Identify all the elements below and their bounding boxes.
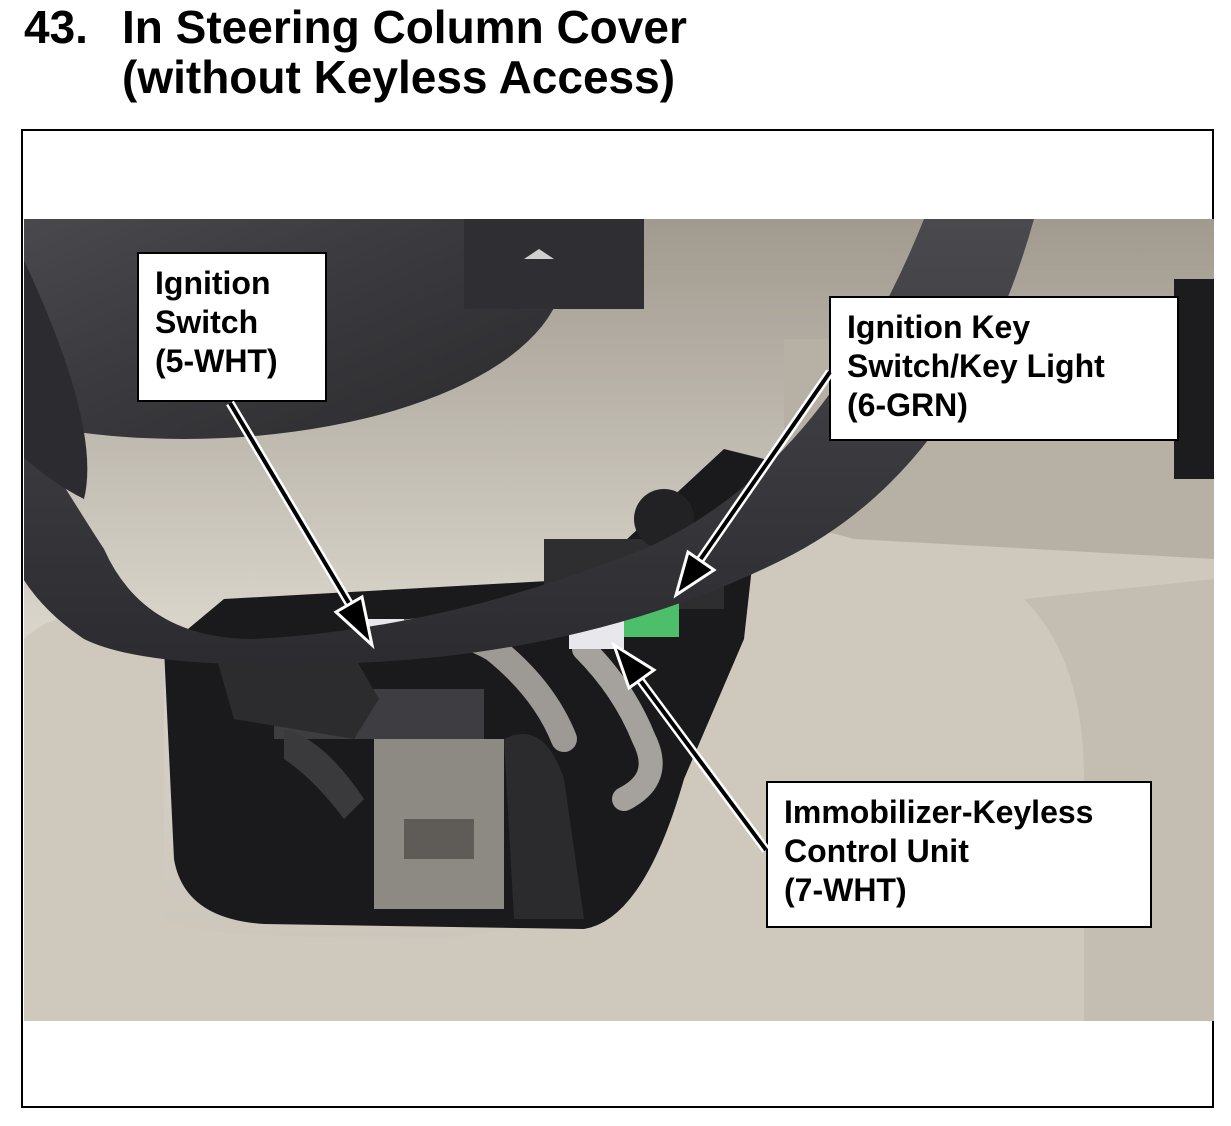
wheel-left-rim [24, 260, 88, 499]
callout-line: Control Unit [784, 833, 969, 869]
callout-line: (6-GRN) [847, 387, 968, 423]
down-arrow-button [524, 249, 554, 259]
callout-line: (5-WHT) [155, 343, 278, 379]
wheel-spoke-controls [464, 219, 644, 309]
callout-line: Switch/Key Light [847, 348, 1105, 384]
title-line-2: (without Keyless Access) [122, 51, 676, 103]
callout-line: (7-WHT) [784, 872, 907, 908]
callout-line: Ignition Key [847, 309, 1031, 345]
column-boot [504, 734, 584, 919]
callout-line: Immobilizer-Keyless [784, 794, 1094, 830]
callout-line: Switch [155, 304, 259, 340]
lever-bracket [284, 729, 364, 819]
figure-number: 43. [24, 1, 88, 53]
callout-immobilizer-control-unit: Immobilizer-Keyless Control Unit (7-WHT) [766, 781, 1152, 928]
bracket-slot [404, 819, 474, 859]
callout-line: Ignition [155, 265, 271, 301]
title-line-1: In Steering Column Cover [122, 1, 687, 53]
callout-ignition-switch: Ignition Switch (5-WHT) [137, 252, 327, 402]
callout-ignition-key-switch: Ignition Key Switch/Key Light (6-GRN) [829, 296, 1179, 441]
shift-console [1174, 279, 1214, 479]
